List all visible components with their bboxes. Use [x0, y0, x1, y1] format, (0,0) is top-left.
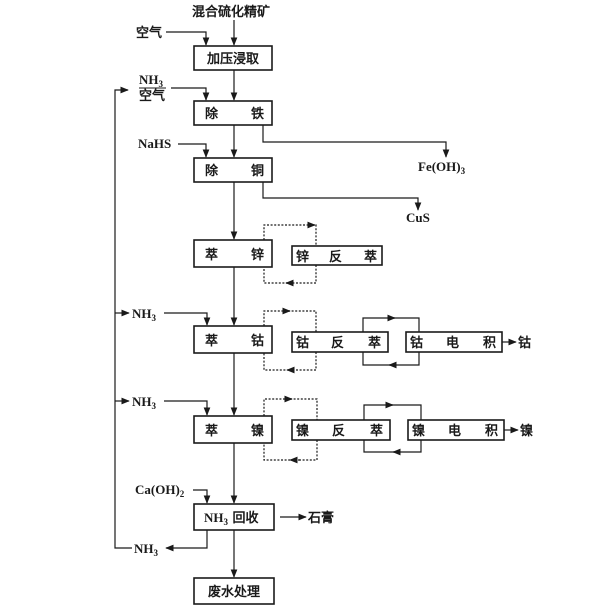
nickel-extraction-label-a: 萃	[205, 423, 218, 439]
svg-text:NH3: NH3	[139, 72, 164, 89]
cobalt-ew-label-c: 积	[483, 335, 496, 351]
cobalt-loop-bottom	[286, 352, 317, 374]
zinc-stripping-label-c: 萃	[364, 249, 377, 265]
cobalt-extraction-label-a: 萃	[205, 333, 218, 349]
nickel-stripping-label-c: 萃	[370, 423, 383, 439]
copper-removal-label-b: 铜	[250, 163, 264, 179]
nh3-nickel-input-label: NH3	[132, 394, 157, 411]
nh3-recycle-line	[165, 530, 208, 552]
nahs-input-label: NaHS	[138, 136, 171, 151]
wastewater-treatment-step: 废水处理	[193, 577, 275, 605]
cobalt-output-label: 钴	[518, 335, 531, 351]
copper-removal-label-a: 除	[205, 163, 219, 179]
cobalt-stripping-label-b: 反	[331, 335, 344, 351]
zinc-extraction-label-a: 萃	[205, 247, 218, 263]
nickel-stripping-label-b: 反	[332, 423, 345, 439]
nh3-cobalt-input-arrow	[164, 312, 211, 326]
cobalt-stripping-step: 钴 反 萃	[291, 331, 389, 353]
nickel-ew-label-c: 积	[485, 423, 498, 439]
nickel-output-label: 镍	[520, 423, 533, 439]
cobalt-loop-bottom-b	[263, 353, 289, 371]
feed-label: 混合硫化精矿	[192, 4, 270, 20]
cobalt-ew-label-b: 电	[446, 335, 459, 351]
iron-removal-label-b: 铁	[250, 106, 264, 122]
nh3-text: NH	[139, 72, 159, 87]
cobalt-electrowinning-step: 钴 电 积	[405, 331, 503, 353]
nh3-recycle-label: NH3	[134, 541, 159, 558]
nickel-ew-loop-top-b	[391, 404, 422, 420]
air-input-arrow	[166, 31, 210, 46]
zinc-loop-top	[263, 221, 316, 240]
cobalt-stripping-label-c: 萃	[368, 335, 381, 351]
cobalt-stripping-label-a: 钴	[296, 335, 309, 351]
nickel-ew-loop-top	[363, 401, 394, 420]
feoh3-output-label: Fe(OH)3	[418, 159, 466, 176]
feoh3-output-arrow	[262, 125, 450, 158]
cobalt-loop-top	[263, 307, 291, 326]
cobalt-ew-label-a: 钴	[410, 335, 423, 351]
cobalt-ew-loop-bottom	[388, 352, 420, 369]
nh3-recycle-loop-line	[114, 86, 132, 549]
nh3-recovery-step: NH3 回收	[193, 503, 275, 531]
nh3-air-input-label: NH3 空气	[139, 72, 166, 104]
nahs-input-arrow	[178, 143, 210, 158]
zinc-stripping-label-b: 反	[329, 249, 342, 265]
nickel-extraction-step: 萃 镍	[193, 415, 273, 444]
zinc-extraction-label-b: 锌	[251, 247, 264, 263]
nickel-stripping-label-a: 镍	[296, 423, 309, 439]
cobalt-ew-loop-top-b	[393, 317, 420, 332]
nh3-recovery-label: NH3 回收	[204, 510, 260, 527]
pressure-leach-label: 加压浸取	[206, 51, 260, 67]
cobalt-loop-top-b	[288, 310, 317, 332]
zinc-extraction-step: 萃 锌	[193, 239, 273, 268]
wastewater-treatment-label: 废水处理	[208, 584, 260, 600]
zinc-loop-top-b	[312, 224, 317, 245]
nh3-sub: 3	[159, 79, 164, 89]
zinc-loop-bottom-b	[263, 267, 288, 284]
cus-output-label: CuS	[406, 210, 430, 225]
nickel-loop-top-b	[290, 398, 318, 420]
nh3-cobalt-input-label: NH3	[132, 306, 157, 323]
pressure-leach-step: 加压浸取	[193, 45, 273, 71]
nickel-ew-label-a: 镍	[412, 423, 425, 439]
cobalt-extraction-step: 萃 钴	[193, 325, 273, 354]
nickel-stripping-step: 镍 反 萃	[291, 419, 391, 441]
cobalt-ew-loop-top	[362, 314, 396, 332]
air-input-label: 空气	[136, 25, 162, 41]
copper-removal-step: 除 铜	[193, 157, 273, 183]
nickel-loop-top	[263, 395, 293, 416]
cus-output-arrow	[262, 182, 422, 211]
iron-removal-step: 除 铁	[193, 100, 273, 126]
cobalt-extraction-label-b: 钴	[251, 333, 264, 349]
iron-removal-label-a: 除	[205, 106, 219, 122]
cobalt-ew-loop-bottom-b	[362, 352, 391, 366]
nh3-air-input-arrow	[171, 87, 210, 101]
nickel-ew-label-b: 电	[448, 423, 461, 439]
zinc-loop-bottom	[285, 265, 317, 287]
gypsum-output-label: 石膏	[307, 510, 334, 526]
nickel-ew-loop-bottom	[392, 440, 422, 456]
caoh2-input-arrow	[193, 489, 211, 504]
nickel-electrowinning-step: 镍 电 积	[407, 419, 505, 441]
caoh2-input-label: Ca(OH)2	[135, 482, 185, 499]
air-text: 空气	[139, 88, 165, 104]
nickel-extraction-label-b: 镍	[251, 423, 264, 439]
nh3-nickel-input-arrow	[164, 400, 211, 416]
nickel-ew-loop-bottom-b	[363, 440, 395, 453]
zinc-stripping-label-a: 锌	[296, 249, 309, 265]
zinc-stripping-step: 锌 反 萃	[291, 245, 383, 266]
